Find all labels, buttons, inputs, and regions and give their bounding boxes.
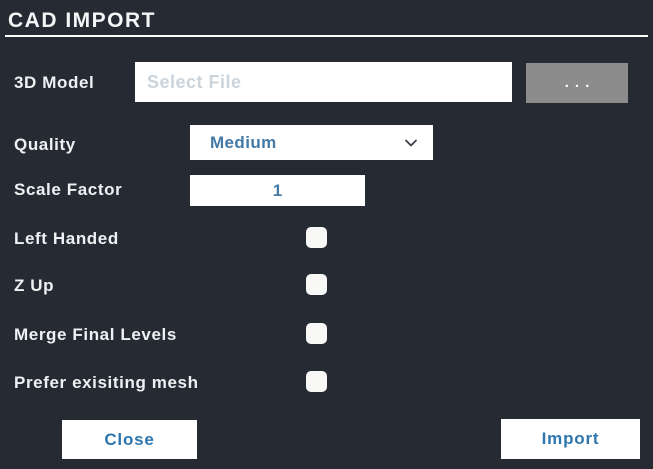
left-handed-checkbox[interactable]	[306, 227, 327, 248]
import-button[interactable]: Import	[501, 419, 640, 459]
model-file-input[interactable]	[135, 62, 512, 102]
quality-selected-value: Medium	[210, 132, 277, 152]
prefer-existing-mesh-label: Prefer exisiting mesh	[14, 373, 199, 392]
z-up-label: Z Up	[14, 276, 55, 295]
title-divider	[5, 35, 648, 37]
left-handed-label: Left Handed	[14, 229, 119, 248]
quality-dropdown[interactable]: Medium	[190, 125, 433, 160]
chevron-down-icon	[405, 139, 417, 147]
page-title: CAD IMPORT	[8, 9, 156, 32]
z-up-checkbox[interactable]	[306, 274, 327, 295]
prefer-existing-mesh-checkbox[interactable]	[306, 371, 327, 392]
scale-factor-label: Scale Factor	[14, 180, 123, 199]
browse-file-button[interactable]: ...	[526, 63, 628, 103]
quality-label: Quality	[14, 135, 76, 154]
close-button[interactable]: Close	[62, 420, 197, 459]
scale-factor-input[interactable]	[190, 175, 365, 206]
merge-final-levels-label: Merge Final Levels	[14, 325, 177, 344]
merge-final-levels-checkbox[interactable]	[306, 323, 327, 344]
model-label: 3D Model	[14, 73, 95, 92]
